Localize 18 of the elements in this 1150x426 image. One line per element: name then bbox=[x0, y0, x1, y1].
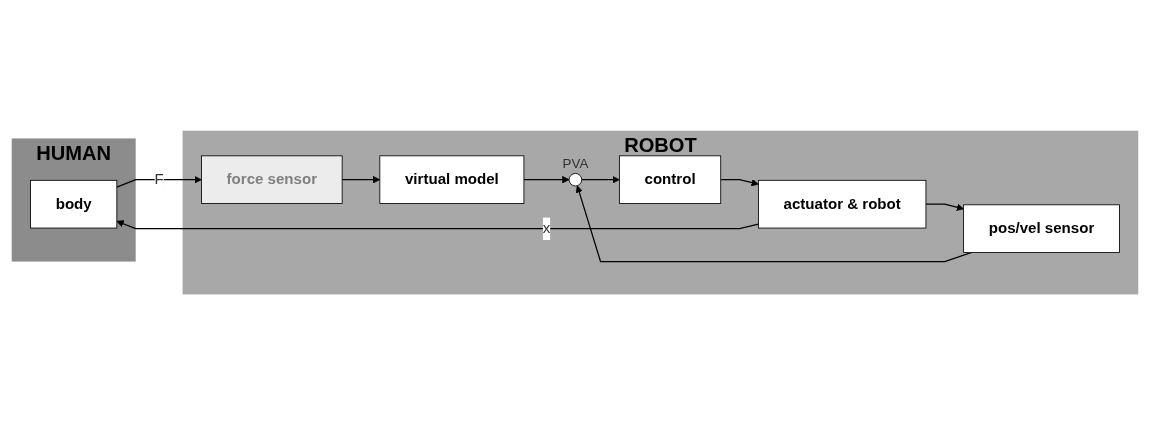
arrow bbox=[116, 176, 202, 189]
node-box: pos/vel sensor bbox=[963, 204, 1120, 254]
node-caption: PVA bbox=[562, 156, 589, 172]
node-box: virtual model bbox=[379, 155, 525, 205]
arrow bbox=[720, 179, 759, 187]
arrow bbox=[575, 185, 972, 263]
node-box: actuator & robot bbox=[758, 180, 927, 229]
edge-label: F bbox=[154, 171, 164, 189]
arrow bbox=[581, 176, 620, 184]
edge-label: x bbox=[542, 220, 551, 238]
node-box: body bbox=[30, 180, 118, 229]
node-box: control bbox=[618, 155, 722, 205]
arrow bbox=[925, 204, 964, 212]
arrow bbox=[341, 176, 381, 184]
node-box: force sensor bbox=[201, 155, 343, 205]
arrow bbox=[116, 220, 760, 230]
arrow bbox=[523, 176, 570, 184]
node-circle bbox=[568, 173, 583, 187]
